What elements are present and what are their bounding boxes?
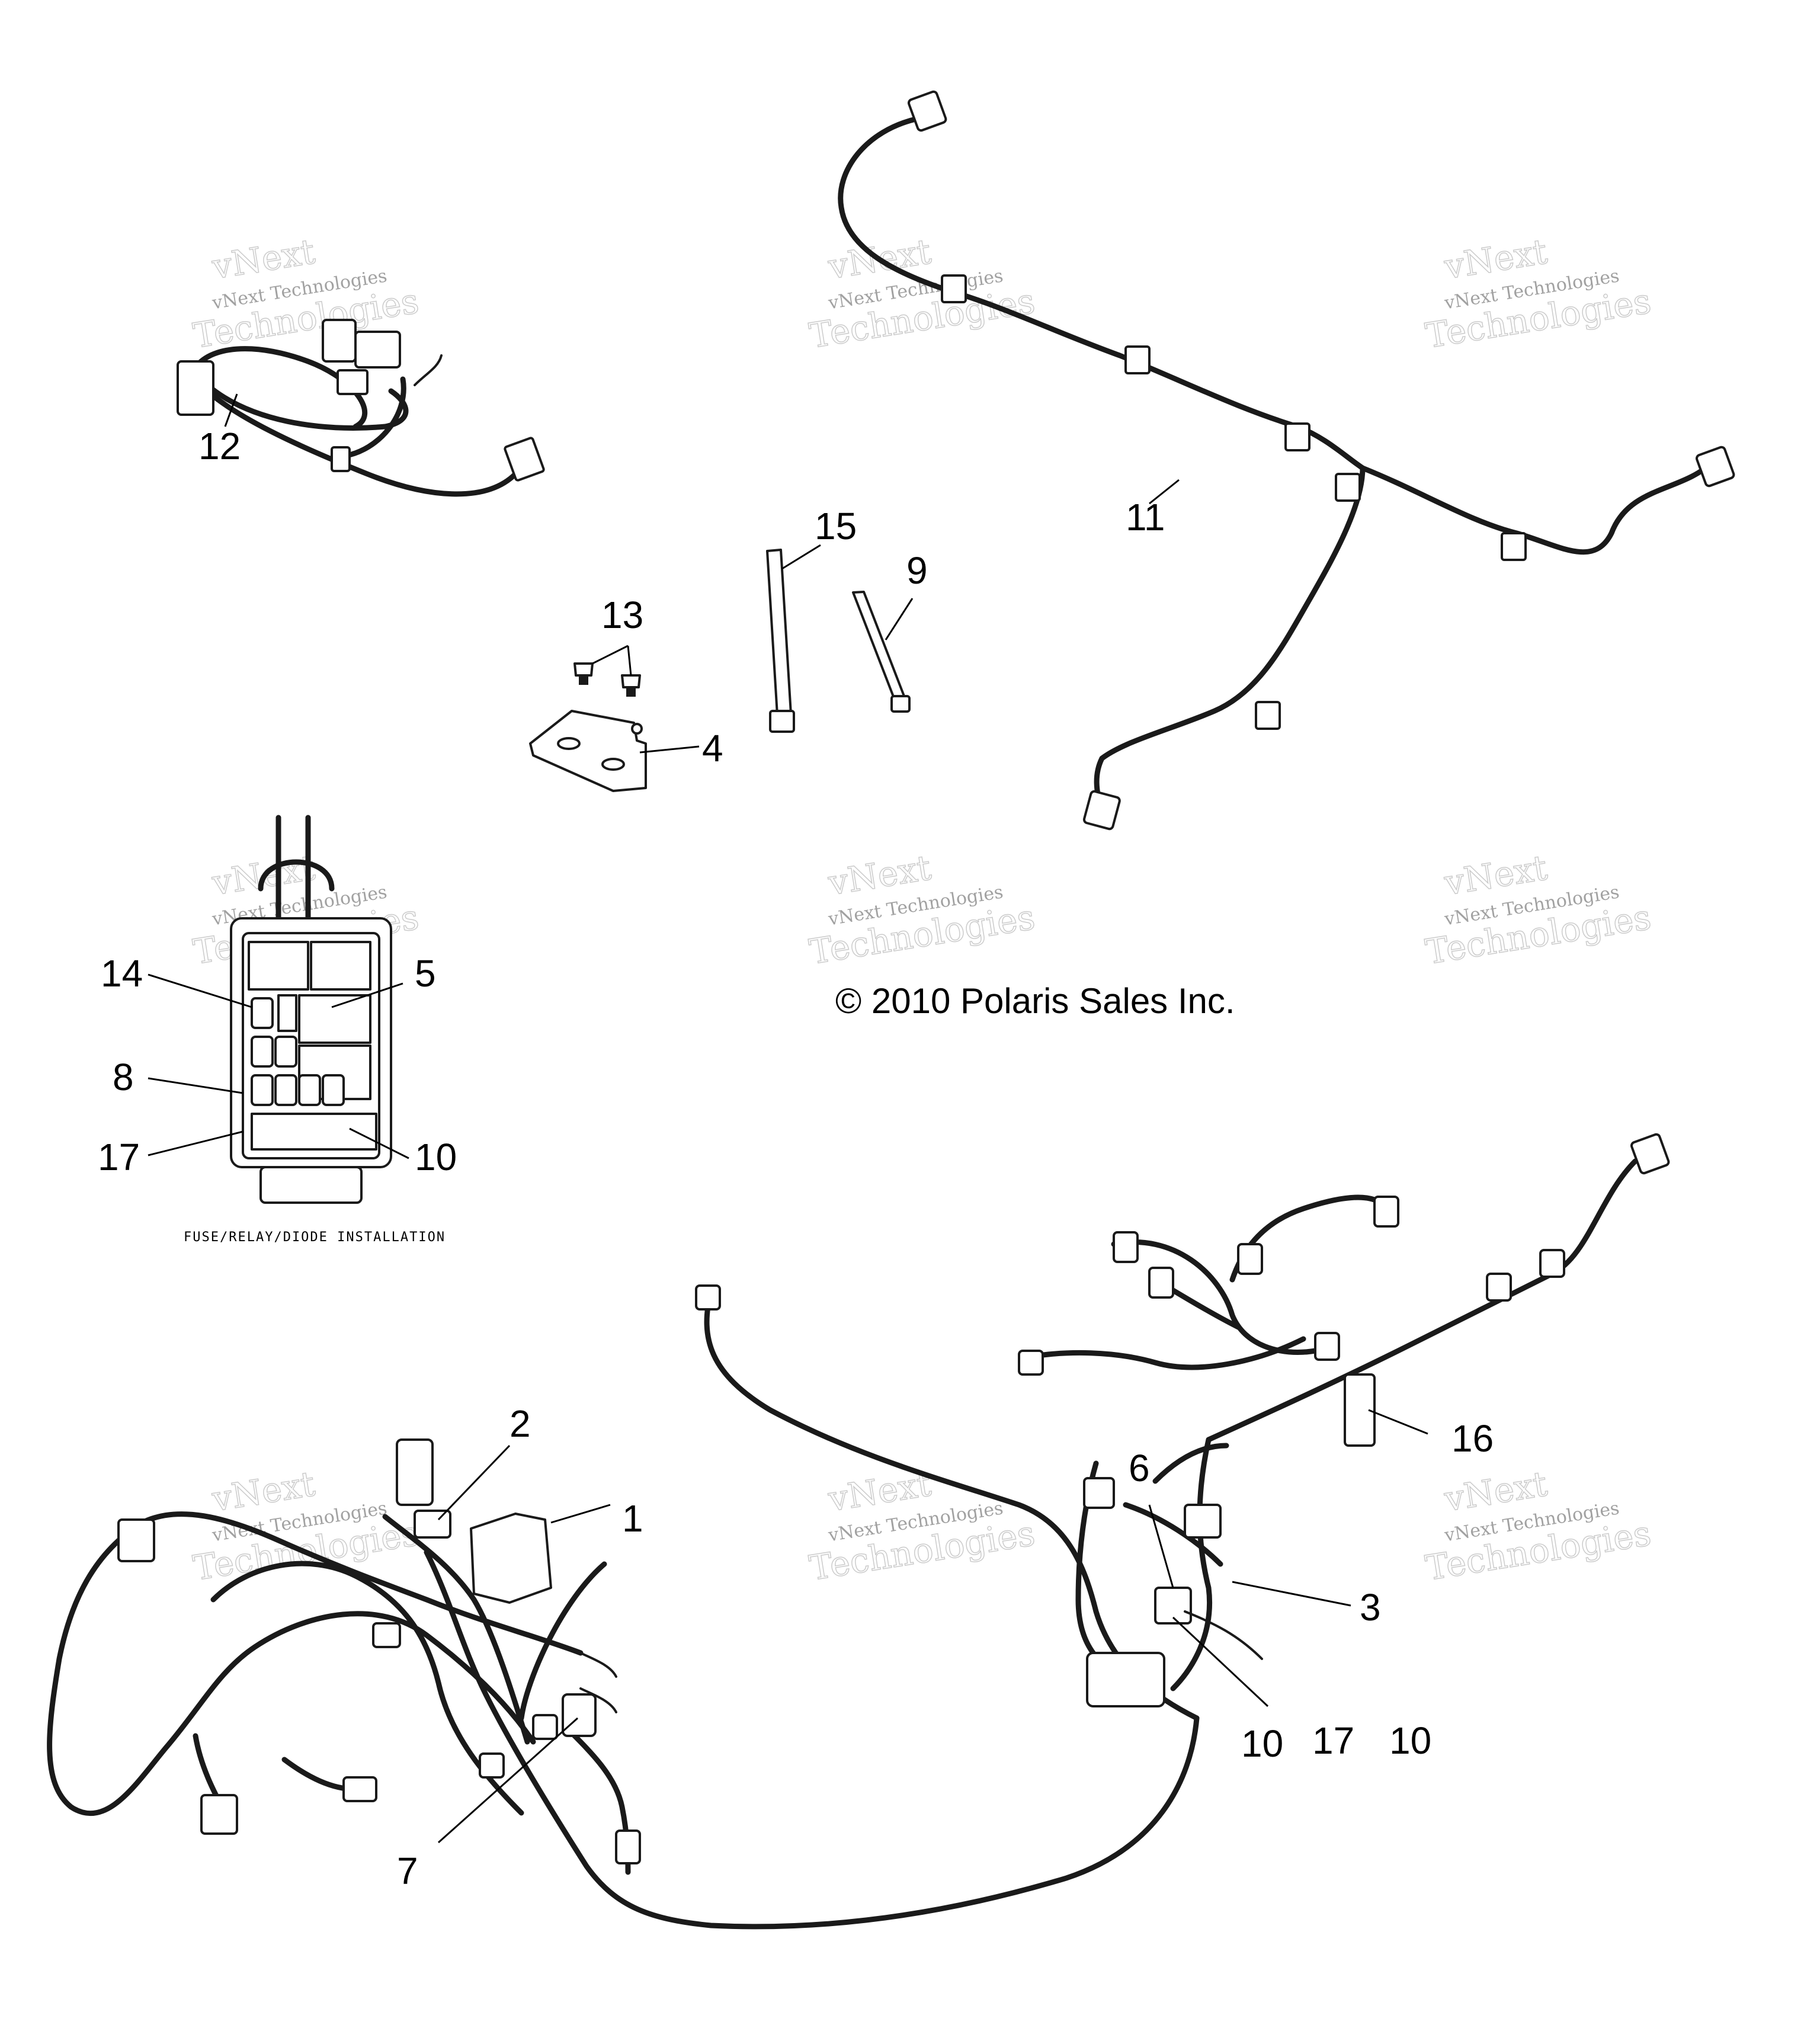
clip-icon [1539, 1249, 1565, 1278]
callouts: 1 2 3 4 5 6 7 8 9 10 10 10 11 12 13 14 1… [98, 425, 1494, 1892]
cable-tie-9 [852, 591, 911, 713]
connector-icon [322, 319, 357, 363]
fuse-icon [251, 1074, 274, 1106]
hole-icon [557, 737, 581, 750]
connector-icon [695, 1284, 721, 1311]
callout-4: 4 [702, 727, 723, 770]
harness-main [47, 1284, 1200, 1930]
callout-17-harness: 17 [1312, 1719, 1354, 1762]
hole-icon [631, 723, 643, 735]
callout-1: 1 [622, 1497, 643, 1540]
callout-9: 9 [906, 549, 928, 592]
clip-icon [479, 1752, 505, 1779]
inset-caption: FUSE/RELAY/DIODE INSTALLATION [184, 1230, 446, 1245]
watermark: vNext Technologies vNext Technologies [1422, 230, 1654, 356]
callout-16: 16 [1451, 1417, 1494, 1460]
clip-icon [372, 1622, 401, 1648]
clip-icon [532, 1714, 558, 1740]
clip-icon [1284, 422, 1310, 451]
watermark: vNext Technologies vNext Technologies [806, 847, 1038, 972]
fuse-box-inset: FUSE/RELAY/DIODE INSTALLATION [184, 815, 446, 1245]
connector-icon [1184, 1504, 1222, 1539]
callout-13: 13 [601, 594, 643, 636]
fuse-row [251, 997, 345, 1106]
callout-15: 15 [815, 505, 857, 547]
connector-icon [396, 1438, 434, 1506]
connector-icon [354, 331, 401, 369]
fuse-box-1-icon [470, 1513, 552, 1604]
connector-icon [615, 1829, 641, 1864]
watermark: vNext Technologies vNext Technologies [806, 230, 1038, 356]
connector-icon [1695, 446, 1735, 488]
fuse-icon [298, 1074, 321, 1106]
callout-3: 3 [1360, 1586, 1381, 1629]
clip-icon [1486, 1273, 1512, 1302]
bracket-4 [529, 710, 647, 792]
watermark: vNext Technologies vNext Technologies [190, 230, 422, 356]
connector-icon [1083, 1477, 1115, 1509]
callout-12: 12 [198, 425, 241, 467]
relay-icon [298, 994, 371, 1044]
watermark: vNext Technologies vNext Technologies [1422, 847, 1654, 972]
connector-row [251, 1113, 377, 1151]
copyright-text: © 2010 Polaris Sales Inc. [835, 981, 1235, 1021]
watermark: vNext Technologies vNext Technologies [1422, 1463, 1654, 1588]
connector-icon [907, 90, 947, 132]
connector-icon [1630, 1133, 1670, 1175]
callout-6: 6 [1129, 1447, 1150, 1489]
callout-8: 8 [113, 1056, 134, 1098]
clip-icon [941, 274, 967, 303]
callout-7: 7 [397, 1850, 418, 1892]
screw-icon [621, 674, 641, 688]
connector-icon [177, 360, 214, 416]
connector-icon [200, 1794, 238, 1835]
callout-2: 2 [510, 1402, 531, 1445]
relay-icon [310, 941, 371, 991]
clip-icon [331, 446, 351, 472]
fuse-icon [274, 1036, 297, 1068]
connector-icon [504, 437, 545, 482]
diode-icon [277, 994, 297, 1032]
connector-icon [1082, 790, 1121, 831]
clip-icon [1501, 532, 1527, 561]
fuse-icon [322, 1074, 345, 1106]
callout-5: 5 [415, 952, 436, 995]
connector-icon [1148, 1267, 1174, 1299]
harness-12 [177, 319, 545, 497]
connector-icon [337, 369, 369, 395]
callout-11: 11 [1126, 496, 1165, 539]
connector-icon [1113, 1231, 1139, 1263]
ecu-icon [1086, 1652, 1165, 1707]
relay-icon [248, 941, 309, 991]
clip-icon [1124, 345, 1151, 374]
callout-10-inset: 10 [415, 1136, 457, 1178]
leader-lines [148, 393, 1428, 1844]
clip-icon [1314, 1332, 1340, 1361]
cable-tie-15 [766, 549, 795, 733]
harness-11 [838, 90, 1735, 831]
connector-16-icon [1344, 1373, 1376, 1447]
clip-icon [1335, 473, 1361, 502]
connector-icon [117, 1518, 155, 1562]
callout-10-left: 10 [1241, 1722, 1283, 1765]
clip-icon [1255, 701, 1281, 730]
callout-10-right: 10 [1389, 1719, 1431, 1762]
connector-icon [1373, 1196, 1399, 1228]
connector-icon [342, 1776, 377, 1802]
connector-icon [1237, 1243, 1263, 1275]
fuse-icon [251, 997, 274, 1029]
fuse-icon [251, 1036, 274, 1068]
hole-icon [601, 758, 625, 771]
callout-14: 14 [101, 952, 143, 995]
screw-icon [573, 662, 594, 677]
connector-7-icon [562, 1693, 597, 1737]
screws-13 [573, 662, 641, 697]
callout-17-inset: 17 [98, 1136, 140, 1178]
harness-right [1018, 1133, 1670, 1707]
connector-icon [1018, 1350, 1044, 1376]
fuse-icon [274, 1074, 297, 1106]
relay-2-icon [414, 1510, 451, 1539]
connector-icon [259, 1166, 363, 1204]
